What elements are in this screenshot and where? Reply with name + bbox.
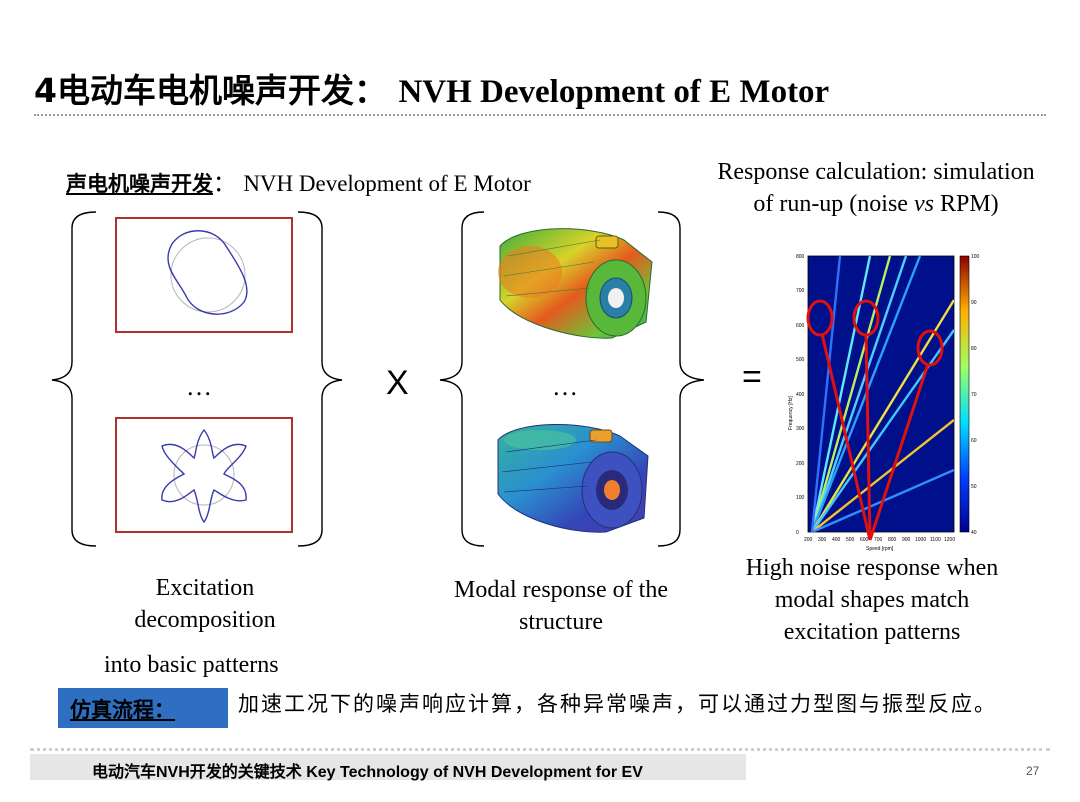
simulation-label-box: 仿真流程： xyxy=(58,688,228,728)
highlight-pointer xyxy=(864,333,872,541)
cbar-tick: 40 xyxy=(971,530,977,536)
order-line xyxy=(811,419,954,532)
ellipsis-modal: … xyxy=(552,372,578,401)
x-tick: 300 xyxy=(818,537,827,543)
highlight-circle xyxy=(916,329,944,367)
x-tick: 1000 xyxy=(915,537,926,543)
subheading-en: NVH Development of E Motor xyxy=(243,171,531,196)
order-line xyxy=(810,256,908,532)
brace-left-icon xyxy=(51,211,97,547)
x-tick: 400 xyxy=(832,537,841,543)
excitation-caption-line2: decomposition xyxy=(134,607,276,633)
excitation-box-bottom xyxy=(115,417,293,533)
x-tick: 500 xyxy=(846,537,855,543)
title-cn: 4电动车电机噪声开发： xyxy=(34,71,387,110)
footer-text: 电动汽车NVH开发的关键技术 Key Technology of NVH Dev… xyxy=(92,764,643,781)
y-tick: 200 xyxy=(796,461,805,467)
cbar-tick: 100 xyxy=(971,254,980,260)
ellipsis-excitation: … xyxy=(186,372,212,401)
x-tick: 1100 xyxy=(930,537,941,543)
noise-caption: High noise response when modal shapes ma… xyxy=(722,552,1022,648)
highlight-pointer xyxy=(820,333,872,541)
excitation-caption-line1: Excitation xyxy=(155,575,255,601)
campbell-diagram-icon: 0 100 200 300 400 500 600 700 800 200 30… xyxy=(788,254,980,552)
noise-caption-line3: excitation patterns xyxy=(783,619,961,645)
excitation-caption-line3: into basic patterns xyxy=(104,652,279,678)
brace-right-icon xyxy=(297,211,343,547)
x-tick: 600 xyxy=(860,537,869,543)
footer-bar xyxy=(30,754,746,780)
title-en: NVH Development of E Motor xyxy=(398,74,830,110)
subheading-cn: 声电机噪声开发 xyxy=(66,171,213,196)
footer-divider xyxy=(30,748,1050,751)
brace-right-icon xyxy=(657,211,705,547)
page-title: 4电动车电机噪声开发： NVH Development of E Motor xyxy=(34,64,829,112)
y-tick: 300 xyxy=(796,426,805,432)
y-tick: 500 xyxy=(796,357,805,363)
cbar-tick: 90 xyxy=(971,300,977,306)
y-axis-label: Frequency [Hz] xyxy=(788,395,794,430)
x-axis-label: Speed [rpm] xyxy=(866,546,894,552)
x-tick: 900 xyxy=(902,537,911,543)
y-tick: 400 xyxy=(796,392,805,398)
simulation-label: 仿真流程： xyxy=(70,697,175,722)
motor-mesh-icon xyxy=(497,424,649,533)
simulation-text: 加速工况下的噪声响应计算，各种异常噪声，可以通过力型图与振型反应。 xyxy=(238,692,997,716)
title-divider xyxy=(34,114,1046,116)
cbar-tick: 60 xyxy=(971,438,977,444)
y-tick: 0 xyxy=(796,530,799,536)
motor-mesh-icon xyxy=(498,228,653,339)
response-title-line2-a: of run-up (noise xyxy=(753,191,914,217)
modal-caption: Modal response of the structure xyxy=(430,574,692,638)
excitation-caption: Excitation decomposition xyxy=(100,572,310,636)
modal-caption-line2: structure xyxy=(519,609,603,635)
order-line xyxy=(810,299,954,532)
brace-left-icon xyxy=(439,211,485,547)
noise-caption-line2: modal shapes match xyxy=(774,587,970,613)
mode-shape-icon xyxy=(161,428,247,524)
highlight-pointer xyxy=(868,363,930,541)
equals-symbol: = xyxy=(742,358,762,396)
cbar-tick: 50 xyxy=(971,484,977,490)
x-tick: 700 xyxy=(874,537,883,543)
modal-caption-line1: Modal response of the xyxy=(454,577,668,603)
x-tick: 800 xyxy=(888,537,897,543)
cbar-tick: 70 xyxy=(971,392,977,398)
x-tick: 200 xyxy=(804,537,813,543)
response-title-line2: of run-up (noise vs RPM) xyxy=(694,188,1058,220)
noise-caption-line1: High noise response when xyxy=(745,555,999,581)
response-title-line1: Response calculation: simulation xyxy=(717,159,1035,185)
campbell-plot-area xyxy=(807,255,955,533)
page-number: 27 xyxy=(1026,764,1040,778)
mode-shape-icon xyxy=(167,230,248,315)
y-tick: 700 xyxy=(796,288,805,294)
y-tick: 100 xyxy=(796,495,805,501)
response-title-line2-b: RPM) xyxy=(933,191,999,217)
cbar-tick: 80 xyxy=(971,346,977,352)
order-line xyxy=(810,256,842,532)
order-line xyxy=(810,256,892,532)
section-subheading: 声电机噪声开发： NVH Development of E Motor xyxy=(66,164,531,198)
highlight-circle xyxy=(806,299,834,337)
x-tick: 1200 xyxy=(944,537,955,543)
colorbar xyxy=(959,255,970,533)
y-tick: 800 xyxy=(796,254,805,260)
y-tick: 600 xyxy=(796,323,805,329)
response-title: Response calculation: simulation of run-… xyxy=(694,156,1058,220)
excitation-box-top xyxy=(115,217,293,333)
response-title-vs: vs xyxy=(913,191,934,217)
subheading-sep: ： xyxy=(213,171,236,197)
multiply-symbol: X xyxy=(386,364,409,402)
